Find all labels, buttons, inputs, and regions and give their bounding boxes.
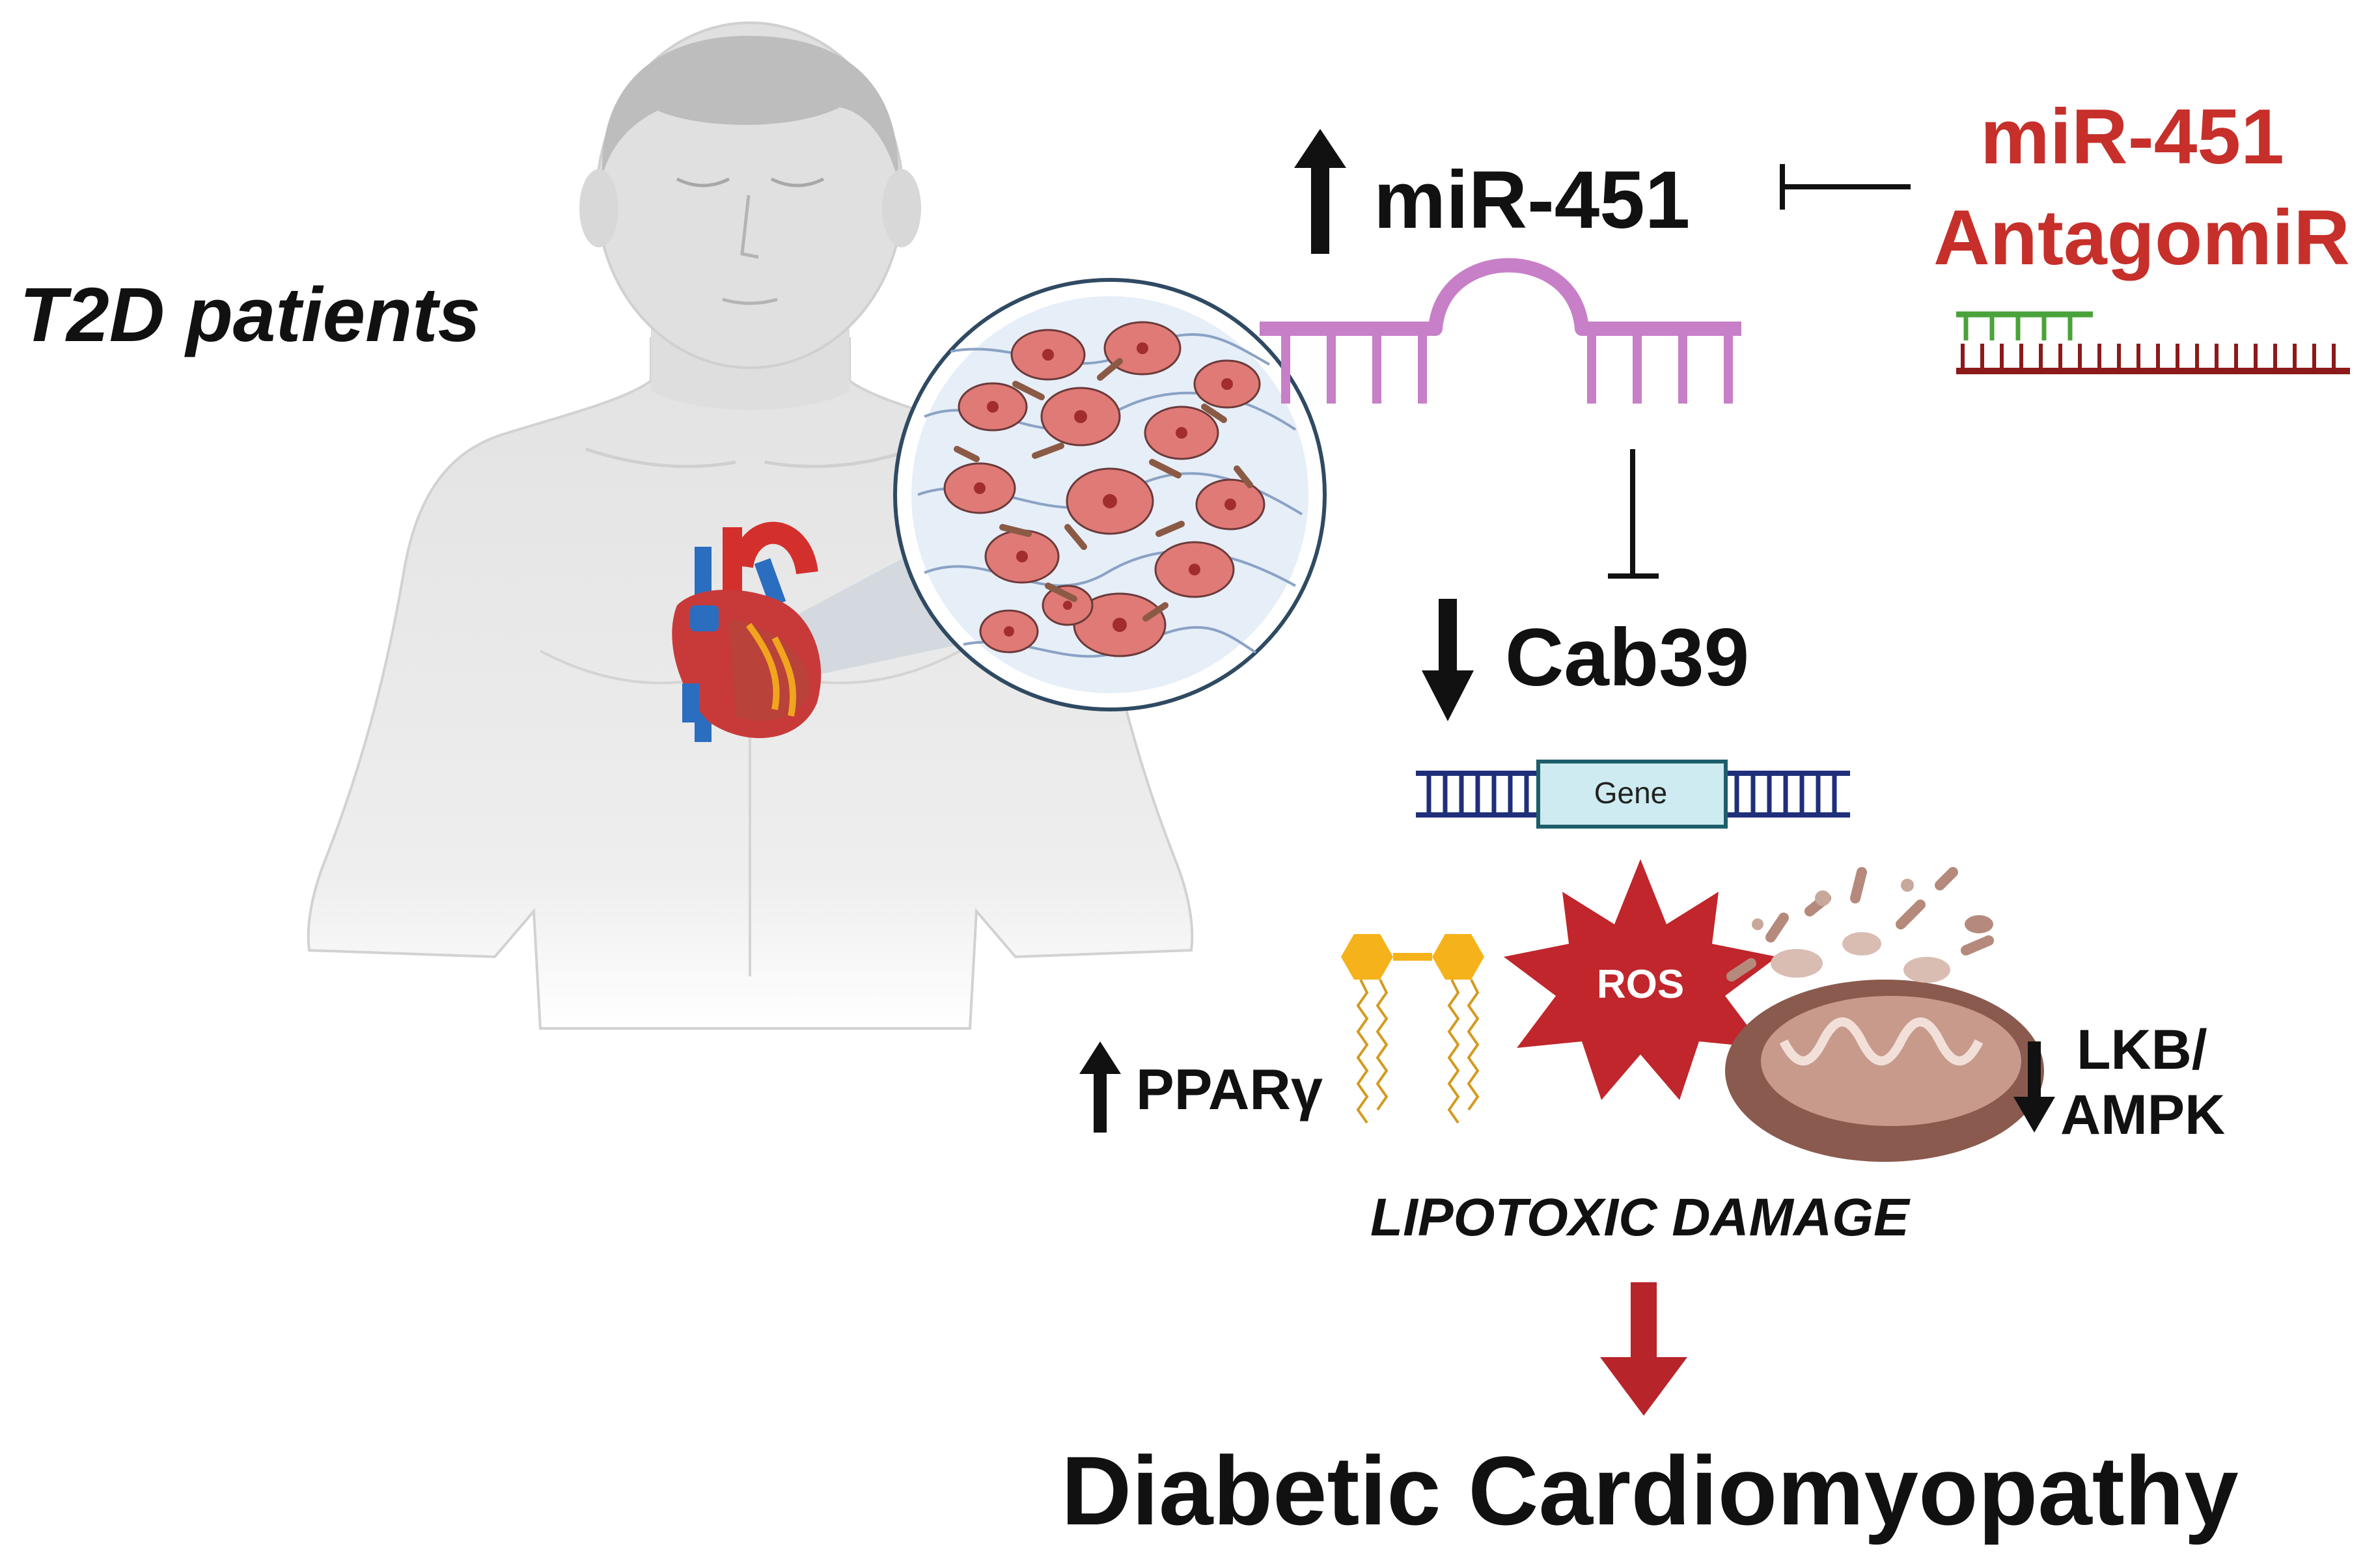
collarbones xyxy=(585,447,915,469)
mirna-label: miR-451 xyxy=(1374,155,1691,245)
down-arrow-icon-cab39 xyxy=(1422,599,1474,721)
eyes xyxy=(676,177,825,187)
gene-box-label: Gene xyxy=(1594,776,1668,810)
target-gene-label: Cab39 xyxy=(1505,612,1750,703)
antagomir-label-line2: AntagomiR xyxy=(1933,194,2350,281)
antagomir-label-line1: miR-451 xyxy=(1980,93,2284,180)
left-ear xyxy=(579,169,618,247)
up-arrow-icon-mir xyxy=(1294,129,1346,254)
lkb-label-line1: LKB/ xyxy=(2077,1019,2207,1081)
lkb-label-line2: AMPK xyxy=(2060,1084,2226,1146)
gene-dna-icon xyxy=(1416,760,1850,829)
up-arrow-icon-ppar xyxy=(1079,1041,1121,1133)
patient-group-label: T2D patients xyxy=(20,272,481,358)
down-arrow-icon-lkb xyxy=(2013,1041,2055,1133)
inhibition-icon-antagomir xyxy=(1780,164,1911,210)
right-ear xyxy=(882,169,921,247)
heart-icon xyxy=(672,521,822,742)
antagomir-duplex-icon xyxy=(1956,311,2350,374)
hair xyxy=(601,36,899,182)
cardiac-tissue-icon xyxy=(893,278,1327,711)
ros-label: ROS xyxy=(1596,962,1685,1007)
inhibition-icon-cab39 xyxy=(1608,449,1659,579)
nose-mouth xyxy=(722,195,778,305)
lipid-icon xyxy=(1341,934,1484,1124)
ros-starburst-icon xyxy=(1504,859,1777,1100)
damage-label: LIPOTOXIC DAMAGE xyxy=(1370,1188,1909,1247)
ppar-label: PPARγ xyxy=(1136,1057,1323,1121)
down-arrow-icon-outcome xyxy=(1600,1282,1687,1416)
mirna-hairpin-icon xyxy=(1260,258,1741,404)
outcome-label: Diabetic Cardiomyopathy xyxy=(1061,1436,2239,1545)
mitochondrion-icon xyxy=(1725,867,2044,1162)
